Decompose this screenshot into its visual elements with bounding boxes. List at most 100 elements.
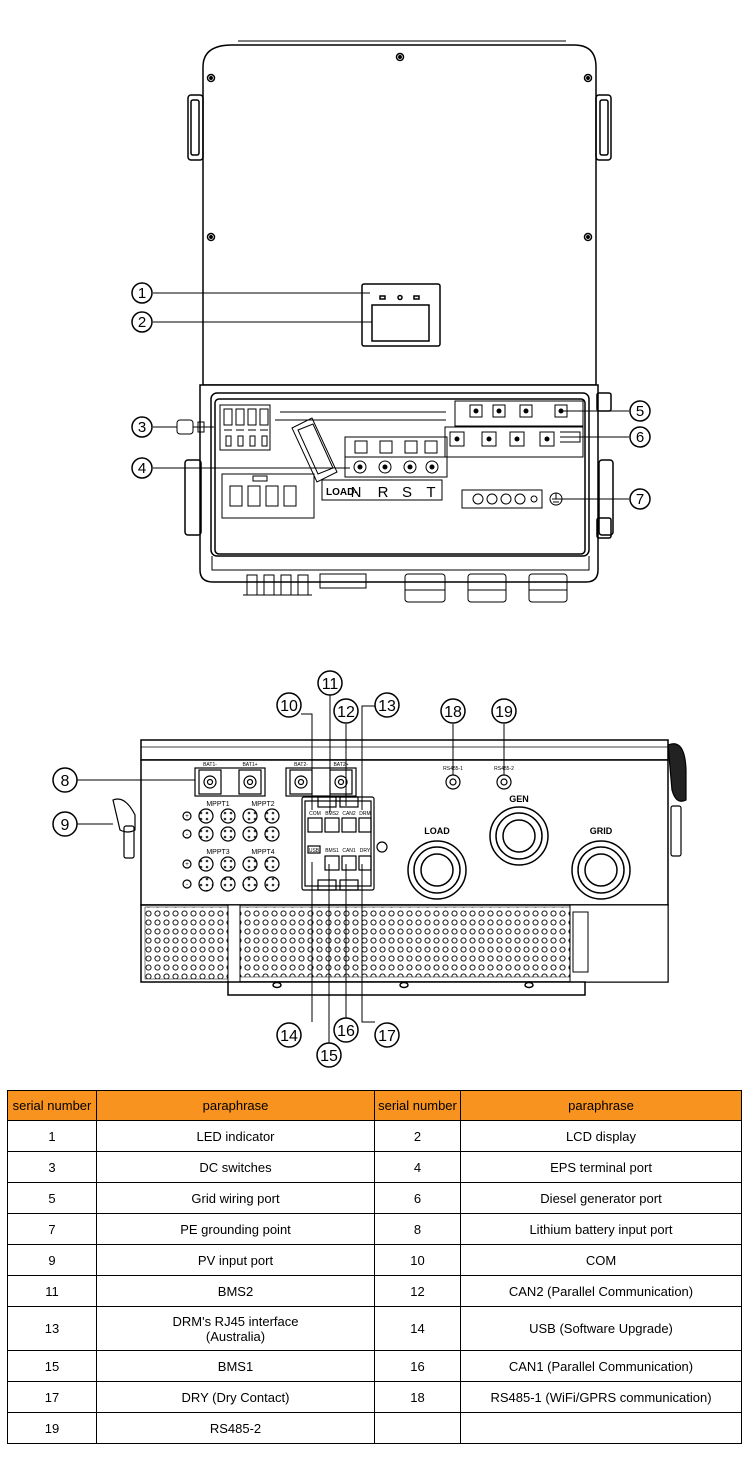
callout-7: [629, 488, 651, 510]
callout-6-label: 6: [636, 429, 644, 446]
mppt3-label: MPPT3: [206, 849, 229, 856]
cell-desc: BMS1: [96, 1350, 375, 1382]
rs485-2-label: RS485-2: [494, 766, 514, 772]
cell-serial: 2: [374, 1120, 461, 1152]
callout-12-label: 12: [337, 704, 355, 721]
callout-2: [131, 311, 153, 333]
callout-7-label: 7: [636, 491, 644, 508]
cell-desc: CAN1 (Parallel Communication): [460, 1350, 742, 1382]
drm-label: DRM: [359, 811, 370, 817]
cell-desc: RS485-1 (WiFi/GPRS communication): [460, 1381, 742, 1413]
cell-serial: 10: [374, 1244, 461, 1276]
cell-serial: 19: [7, 1412, 97, 1444]
callout-15-label: 15: [320, 1048, 338, 1065]
can1-label: CAN1: [342, 848, 356, 854]
callout-11-label: 11: [322, 676, 339, 693]
callout-5: [629, 400, 651, 422]
callout-2-label: 2: [138, 314, 146, 331]
table-row: 15 BMS1 16 CAN1 (Parallel Communication): [7, 1350, 742, 1382]
cell-desc: BMS2: [96, 1275, 375, 1307]
bat2-minus-label: BAT2-: [294, 762, 308, 768]
bat1-minus-label: BAT1-: [203, 762, 217, 768]
cell-desc: [460, 1412, 742, 1444]
phase-t: T: [426, 484, 435, 501]
cell-serial: 4: [374, 1151, 461, 1183]
cell-desc: DRM's RJ45 interface (Australia): [96, 1306, 375, 1351]
load-port: [407, 840, 467, 900]
callout-19: [491, 698, 517, 724]
callout-11: [317, 670, 343, 696]
callout-4-label: 4: [138, 460, 146, 477]
cell-serial: 14: [374, 1306, 461, 1351]
table-header-row: serial number paraphrase serial number p…: [7, 1090, 742, 1121]
callout-3-label: 3: [138, 419, 146, 436]
phase-n: N: [351, 484, 362, 501]
callout-19-label: 19: [495, 704, 513, 721]
cell-serial: 6: [374, 1182, 461, 1214]
dc-switches: [219, 404, 271, 451]
callout-14-label: 14: [280, 1028, 298, 1045]
pv-connector-row-2: [198, 826, 280, 842]
cell-desc: LED indicator: [96, 1120, 375, 1152]
table-row: 5 Grid wiring port 6 Diesel generator po…: [7, 1182, 742, 1214]
header-serial-number: serial number: [7, 1090, 97, 1121]
callout-4: [131, 457, 153, 479]
side-handle-right: [667, 743, 687, 857]
pv-sign-3: +: [185, 862, 189, 868]
callout-8: [52, 767, 78, 793]
cell-serial: 1: [7, 1120, 97, 1152]
callout-17: [374, 1022, 400, 1048]
table-row: 1 LED indicator 2 LCD display: [7, 1120, 742, 1152]
cell-serial: 5: [7, 1182, 97, 1214]
pv-sign-1: +: [185, 814, 189, 820]
callout-13-label: 13: [378, 698, 396, 715]
cell-serial: 9: [7, 1244, 97, 1276]
com-block: [301, 796, 388, 891]
bottom-glands: [243, 573, 568, 603]
screw-icon: [206, 52, 593, 242]
bat1-plus-label: BAT1+: [242, 762, 257, 768]
callout-14: [276, 1022, 302, 1048]
mppt4-label: MPPT4: [251, 849, 274, 856]
load-label: LOAD-: [326, 487, 358, 498]
gen-port: [489, 806, 549, 866]
gen-port-label: GEN: [509, 794, 529, 804]
vent-grill-left: [144, 906, 231, 980]
lcd-display: [371, 304, 430, 342]
inverter-diagram: 1 2 3 4 5 6 7 LOAD- N R S T: [52, 40, 687, 1068]
cell-serial: 8: [374, 1213, 461, 1245]
cell-desc: RS485-2: [96, 1412, 375, 1444]
cell-desc: CAN2 (Parallel Communication): [460, 1275, 742, 1307]
cell-serial: 12: [374, 1275, 461, 1307]
callout-8-label: 8: [61, 773, 70, 790]
cell-serial: 3: [7, 1151, 97, 1183]
vent-grill-main: [239, 906, 571, 978]
callout-1-label: 1: [138, 285, 146, 302]
callout-16: [333, 1017, 359, 1043]
cell-serial: 7: [7, 1213, 97, 1245]
mppt2-label: MPPT2: [251, 801, 274, 808]
cell-serial: [374, 1412, 461, 1444]
cell-serial: 17: [7, 1381, 97, 1413]
callout-1: [131, 282, 153, 304]
callout-3: [131, 416, 153, 438]
bms1-label: BMS1: [325, 848, 339, 854]
cell-serial: 15: [7, 1350, 97, 1382]
cell-serial: 13: [7, 1306, 97, 1351]
table-row: 7 PE grounding point 8 Lithium battery i…: [7, 1213, 742, 1245]
cell-serial: 11: [7, 1275, 97, 1307]
load-port-label: LOAD: [424, 826, 450, 836]
callout-17-label: 17: [378, 1028, 396, 1045]
cell-serial: 16: [374, 1350, 461, 1382]
cell-desc: USB (Software Upgrade): [460, 1306, 742, 1351]
pv-sign-4: -: [186, 882, 188, 888]
grid-port: [571, 840, 631, 900]
callout-16-label: 16: [337, 1023, 355, 1040]
cell-desc: PE grounding point: [96, 1213, 375, 1245]
usb-label: USB: [309, 848, 320, 854]
phase-r: R: [378, 484, 389, 501]
cell-desc: Grid wiring port: [96, 1182, 375, 1214]
cell-desc: EPS terminal port: [460, 1151, 742, 1183]
table-row: 3 DC switches 4 EPS terminal port: [7, 1151, 742, 1183]
bottom-view: [52, 670, 687, 1068]
